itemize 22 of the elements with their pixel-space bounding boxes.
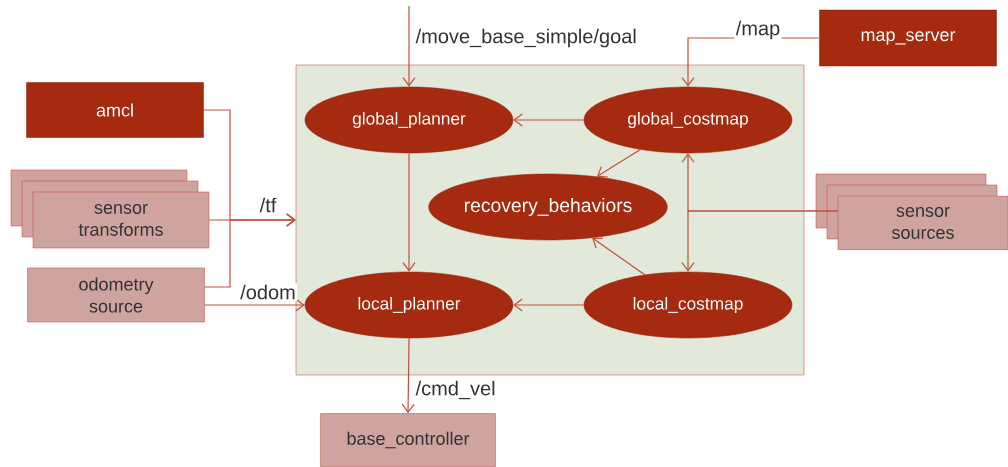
arrow xyxy=(596,149,641,178)
process-box: base_controller xyxy=(320,413,496,467)
edge-label: /odom xyxy=(238,283,298,301)
edge-label: /cmd_vel xyxy=(414,379,497,401)
stacked-boxes: sensor sources xyxy=(815,173,1008,251)
arrow xyxy=(204,298,305,312)
edge-label: /move_base_simple/goal xyxy=(414,27,639,49)
arrow xyxy=(513,113,585,127)
arrow xyxy=(402,152,416,272)
process-box: amcl xyxy=(26,82,204,138)
arrow xyxy=(402,5,416,87)
edge-label: /tf xyxy=(258,196,278,214)
arrow xyxy=(592,237,646,276)
process-box: map_server xyxy=(819,9,997,67)
edge-label: /map xyxy=(734,19,782,41)
stacked-boxes: sensor transforms xyxy=(10,169,210,249)
node-label: sources xyxy=(891,229,954,239)
process-box: odometry source xyxy=(27,267,205,323)
arrow xyxy=(401,337,415,414)
arrow xyxy=(513,298,585,312)
arrow xyxy=(204,213,296,288)
arrow xyxy=(681,210,839,272)
